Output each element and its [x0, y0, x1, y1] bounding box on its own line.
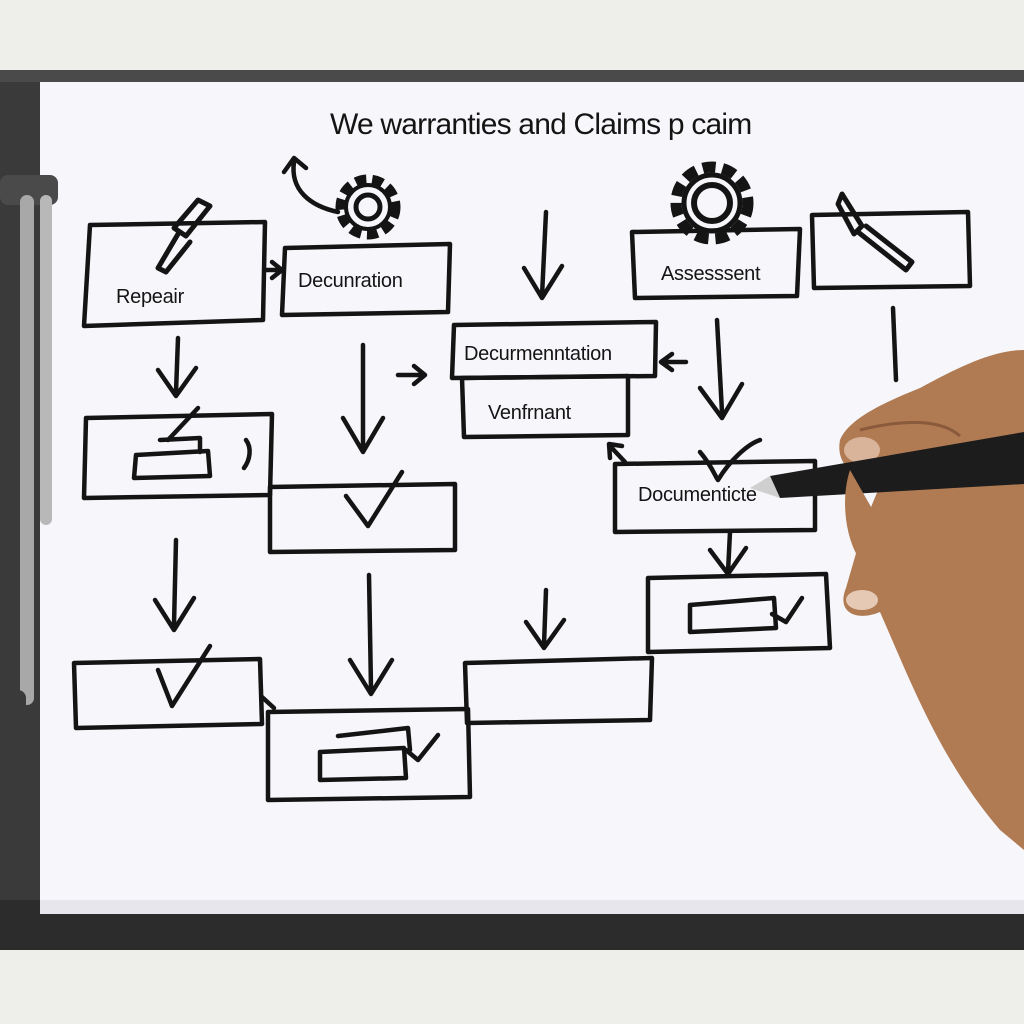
hand-with-pen [750, 350, 1024, 850]
box-label-documentation: Decurmenntation [464, 343, 612, 365]
box-label-assessment: Assesssent [661, 263, 761, 285]
box-documenter [612, 458, 818, 535]
gear-icon [670, 161, 754, 245]
box-mid-3 [462, 655, 655, 726]
box-label-verification: Venfrnant [488, 402, 571, 424]
box-repair [81, 219, 268, 329]
flowchart [71, 155, 973, 803]
box-label-repair: Repeair [116, 286, 184, 308]
box-left-3 [71, 656, 265, 731]
trowel-icon [155, 197, 213, 275]
box-top-right [809, 209, 973, 291]
box-documentation [449, 319, 659, 381]
binder-clip [0, 175, 58, 740]
gear-icon [335, 174, 401, 240]
box-center-3 [265, 706, 473, 803]
box-verification [459, 373, 631, 440]
box-decuntration [279, 241, 453, 318]
page-title: We warranties and Claims p caim [330, 108, 752, 141]
box-label-documenter: Documenticte [638, 484, 757, 506]
box-label-decuntration: Decunration [298, 270, 403, 292]
knife-icon [835, 191, 915, 273]
box-assessment [629, 226, 803, 301]
box-right-3 [645, 571, 833, 655]
